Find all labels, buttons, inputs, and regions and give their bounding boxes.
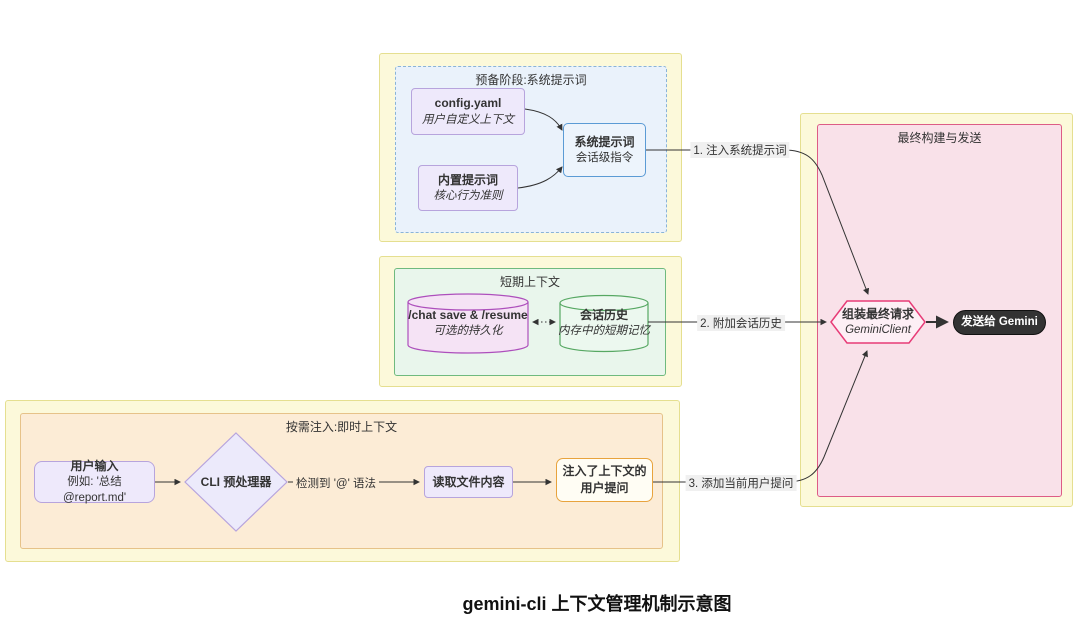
- node-send-to-gemini: 发送给 Gemini: [953, 310, 1046, 335]
- node-user-input: 用户输入 例如: '总结 @report.md': [34, 458, 155, 505]
- edge-label-detect-at-syntax: 检测到 '@' 语法: [293, 475, 379, 491]
- chat-save-cylinder-top: [407, 293, 529, 311]
- user-input-title: 用户输入: [70, 458, 119, 473]
- edge-label-inject-system: 1. 注入系统提示词: [690, 142, 790, 158]
- system-prompt-subtitle: 会话级指令: [575, 152, 634, 165]
- group-short-term-title: 短期上下文: [499, 275, 560, 289]
- arrow-system-prompt-to-assemble: [646, 149, 870, 295]
- group-prep-title: 预备阶段:系统提示词: [475, 73, 587, 87]
- read-file-title: 读取文件内容: [432, 474, 505, 489]
- send-to-gemini-label: 发送给 Gemini: [961, 316, 1038, 329]
- group-on-demand-title: 按需注入:即时上下文: [285, 420, 398, 434]
- injected-prompt-line2: 用户提问: [580, 481, 629, 495]
- assemble-hexagon-shape: [830, 300, 926, 344]
- node-config-yaml: config.yaml 用户自定义上下文: [411, 88, 525, 135]
- preprocessor-diamond-shape: [184, 432, 288, 532]
- diagram-caption: gemini-cli 上下文管理机制示意图: [462, 594, 732, 614]
- builtin-prompt-title: 内置提示词: [437, 172, 498, 187]
- config-yaml-subtitle: 用户自定义上下文: [422, 113, 514, 126]
- node-read-file: 读取文件内容: [424, 466, 513, 498]
- node-injected-prompt: 注入了上下文的 用户提问: [556, 458, 653, 502]
- history-cylinder-shape: [559, 303, 649, 353]
- system-prompt-title: 系统提示词: [574, 134, 635, 149]
- user-input-subtitle: 例如: '总结 @report.md': [62, 476, 127, 505]
- arrow-injected-to-assemble: [653, 350, 868, 483]
- arrow-builtin-to-system-prompt: [517, 166, 563, 189]
- builtin-prompt-subtitle: 核心行为准则: [433, 190, 503, 203]
- history-cylinder-top: [559, 294, 649, 312]
- edge-label-add-user-prompt: 3. 添加当前用户提问: [685, 475, 797, 491]
- arrow-config-to-system-prompt: [524, 108, 563, 131]
- edge-label-append-history: 2. 附加会话历史: [697, 315, 785, 331]
- node-builtin-prompt: 内置提示词 核心行为准则: [418, 165, 518, 211]
- chat-save-cylinder-shape: [407, 302, 529, 354]
- group-final-title: 最终构建与发送: [897, 131, 982, 145]
- node-system-prompt: 系统提示词 会话级指令: [563, 123, 646, 177]
- injected-prompt-line1: 注入了上下文的: [562, 464, 647, 479]
- config-yaml-title: config.yaml: [434, 96, 502, 111]
